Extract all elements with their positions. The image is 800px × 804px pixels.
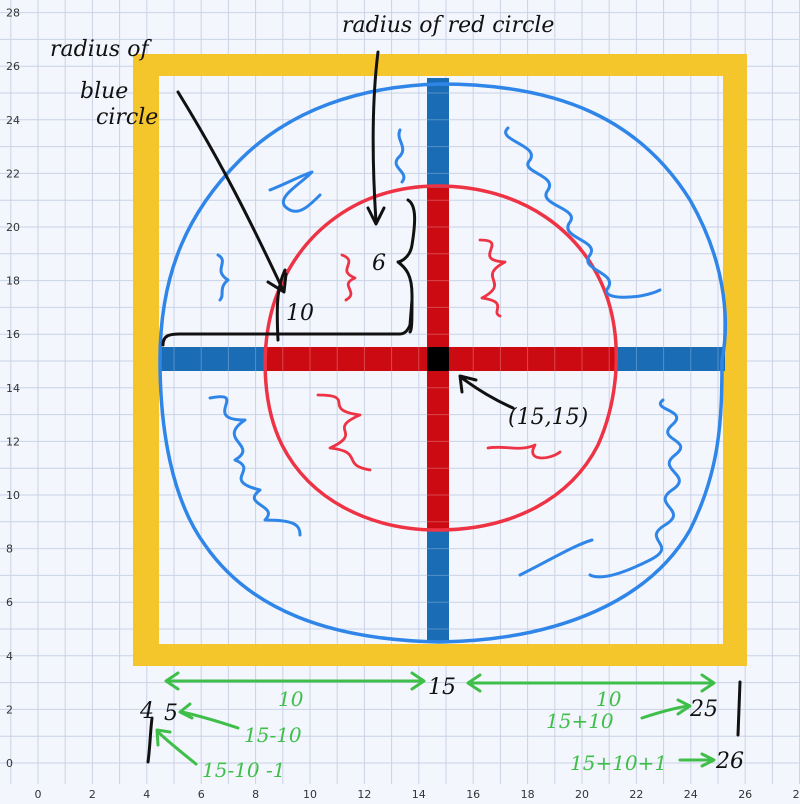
- yellow-square-frame: [133, 54, 747, 666]
- axis-tick-labels: 0246810121416182022242628024681012141618…: [6, 7, 800, 801]
- label-bottom-right-expr: 15+10: [546, 709, 614, 733]
- x-tick-label: 22: [629, 788, 643, 801]
- y-tick-label: 26: [6, 60, 20, 73]
- label-bottom-span-left: 10: [278, 687, 304, 711]
- label-bottom-span-right: 10: [596, 687, 622, 711]
- label-radius-blue-line2: blue: [80, 79, 128, 104]
- arrow-center-head: [458, 374, 478, 394]
- x-tick-label: 16: [466, 788, 480, 801]
- y-tick-label: 0: [6, 757, 13, 770]
- x-tick-label: 26: [738, 788, 752, 801]
- annotation-ink: [146, 50, 742, 764]
- blue-scribbles: [208, 126, 683, 579]
- label-radius-blue-line3: circle: [96, 105, 158, 130]
- arrow-center: [460, 376, 515, 410]
- label-bottom-left-start: 5: [164, 701, 178, 726]
- y-tick-label: 14: [6, 382, 20, 395]
- label-bottom-right-expr-plus1: 15+10+1: [570, 751, 667, 775]
- right-edge-mark: [736, 680, 742, 737]
- label-blue-radius-value: 10: [286, 301, 314, 326]
- y-tick-label: 16: [6, 328, 20, 341]
- x-tick-label: 14: [412, 788, 426, 801]
- y-tick-label: 12: [6, 435, 20, 448]
- x-tick-label: 0: [35, 788, 42, 801]
- y-tick-label: 22: [6, 167, 20, 180]
- label-bottom-center: 15: [428, 675, 456, 700]
- blue-circle: [158, 82, 728, 644]
- x-tick-label: 24: [684, 788, 698, 801]
- label-bottom-right-edge: 26: [715, 749, 744, 774]
- x-tick-label: 8: [252, 788, 259, 801]
- x-tick-label: 20: [575, 788, 589, 801]
- label-bottom-left-expr: 15-10: [244, 723, 302, 747]
- x-tick-label: 10: [303, 788, 317, 801]
- arrow-to-25: [640, 704, 690, 720]
- center-cell: [427, 347, 449, 371]
- cross-cell-dividers: [173, 92, 719, 630]
- y-tick-label: 28: [6, 7, 20, 20]
- label-center: (15,15): [508, 405, 588, 430]
- arrow-red-radius: [371, 50, 380, 224]
- brace-red-radius: [396, 198, 417, 334]
- y-tick-label: 24: [6, 114, 20, 127]
- y-tick-label: 4: [6, 650, 13, 663]
- x-tick-label: 28: [793, 788, 800, 801]
- green-arrows: [155, 671, 716, 768]
- x-tick-label: 2: [89, 788, 96, 801]
- x-tick-label: 4: [143, 788, 150, 801]
- red-scribbles: [316, 238, 562, 472]
- y-tick-label: 18: [6, 275, 20, 288]
- bracket-blue-radius: [275, 268, 287, 342]
- x-tick-label: 6: [198, 788, 205, 801]
- arrow-to-four: [156, 730, 198, 766]
- y-tick-label: 10: [6, 489, 20, 502]
- brace-blue-radius: [161, 298, 414, 347]
- y-tick-label: 20: [6, 221, 20, 234]
- arrow-red-radius-head: [366, 206, 386, 226]
- label-bottom-right-value: 25: [689, 697, 718, 722]
- arrow-blue-radius: [176, 90, 285, 292]
- label-bottom-left-expr-minus1: 15-10 -1: [202, 758, 286, 782]
- x-tick-label: 12: [357, 788, 371, 801]
- y-tick-label: 6: [6, 596, 13, 609]
- y-tick-label: 8: [6, 543, 13, 556]
- label-radius-red: radius of red circle: [342, 13, 554, 38]
- arrow-blue-radius-head: [266, 272, 288, 294]
- x-tick-label: 18: [521, 788, 535, 801]
- arrow-to-five: [180, 710, 240, 730]
- label-bottom-left-edge: 4: [139, 699, 154, 724]
- left-edge-mark: [146, 716, 154, 764]
- label-radius-blue-line1: radius of: [50, 37, 152, 62]
- y-tick-label: 2: [6, 703, 13, 716]
- label-red-radius-value: 6: [372, 251, 386, 276]
